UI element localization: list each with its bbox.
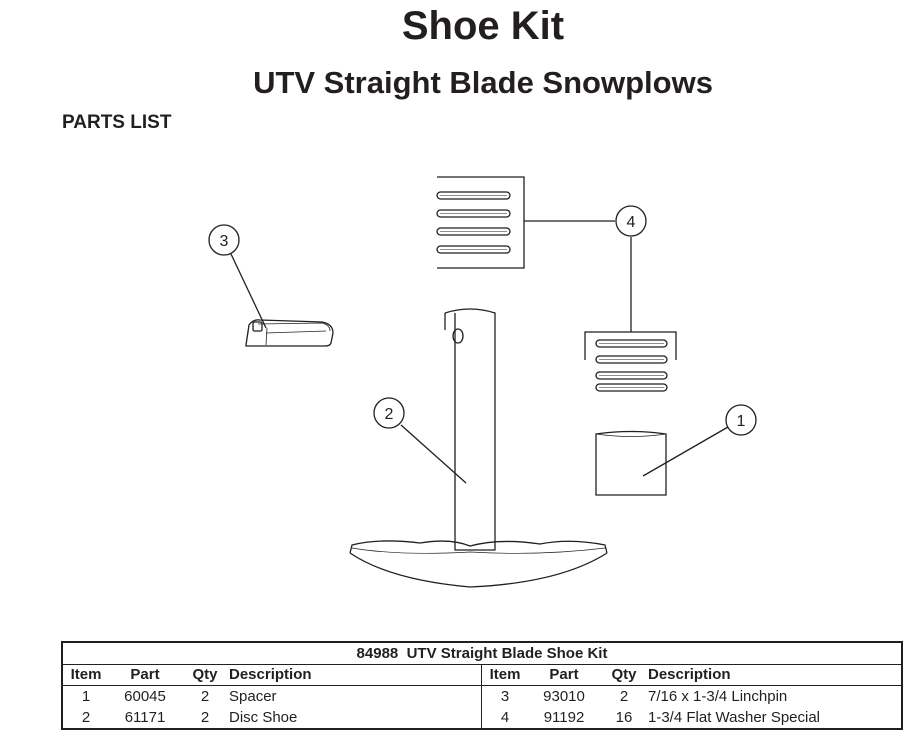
parts-table: 84988 UTV Straight Blade Shoe Kit Item P… <box>61 641 903 730</box>
callout-2-label: 2 <box>385 406 394 423</box>
cell-item: 3 <box>500 688 510 705</box>
col-qty-header: Qty <box>611 666 637 683</box>
col-part-header: Part <box>549 666 579 683</box>
callout-3 <box>208 224 240 256</box>
cell-part: 91192 <box>543 709 585 726</box>
table-row: 2 61171 2 Disc Shoe <box>63 707 481 728</box>
table-header-row: Item Part Qty Description <box>482 665 901 686</box>
cell-part: 60045 <box>124 688 166 705</box>
table-row: 3 93010 2 7/16 x 1-3/4 Linchpin <box>482 686 901 707</box>
cell-part: 93010 <box>543 688 585 705</box>
col-desc-header: Description <box>229 666 312 683</box>
cell-qty: 2 <box>200 709 210 726</box>
cell-item: 2 <box>81 709 91 726</box>
cell-qty: 2 <box>200 688 210 705</box>
cell-item: 4 <box>500 709 510 726</box>
table-row: 1 60045 2 Spacer <box>63 686 481 707</box>
cell-qty: 2 <box>619 688 629 705</box>
table-header-row: Item Part Qty Description <box>63 665 481 686</box>
col-item-header: Item <box>489 666 521 683</box>
cell-qty: 16 <box>615 709 633 726</box>
cell-item: 1 <box>81 688 91 705</box>
col-desc-header: Description <box>648 666 731 683</box>
parts-diagram: 3 4 2 1 <box>208 176 757 588</box>
cell-desc: 7/16 x 1-3/4 Linchpin <box>648 688 788 705</box>
callout-1-label: 1 <box>737 413 746 430</box>
washer-stack-lower <box>584 331 677 392</box>
cell-desc: Spacer <box>229 688 277 705</box>
section-heading: PARTS LIST <box>62 112 172 133</box>
callout-3-label: 3 <box>220 233 229 250</box>
cell-desc: Disc Shoe <box>229 709 298 726</box>
page-title: Shoe Kit <box>401 4 565 48</box>
washer-stack-upper <box>436 176 525 269</box>
col-qty-header: Qty <box>192 666 218 683</box>
page-subtitle: UTV Straight Blade Snowplows <box>253 65 713 100</box>
disc-shoe-part <box>349 308 608 588</box>
spacer-part <box>595 430 667 496</box>
table-left-half: Item Part Qty Description 1 60045 2 Spac… <box>63 665 482 728</box>
callout-4 <box>615 205 647 237</box>
cell-desc: 1-3/4 Flat Washer Special <box>648 709 821 726</box>
col-part-header: Part <box>130 666 160 683</box>
kit-title: 84988 UTV Straight Blade Shoe Kit <box>63 643 901 665</box>
cell-part: 61171 <box>124 709 166 726</box>
col-item-header: Item <box>70 666 102 683</box>
callout-4-label: 4 <box>627 214 636 231</box>
table-row: 4 91192 16 1-3/4 Flat Washer Special <box>482 707 901 728</box>
callout-2 <box>373 397 405 429</box>
linchpin-part <box>245 319 334 347</box>
table-right-half: Item Part Qty Description 3 93010 2 7/16… <box>482 665 901 728</box>
callout-1 <box>725 404 757 436</box>
